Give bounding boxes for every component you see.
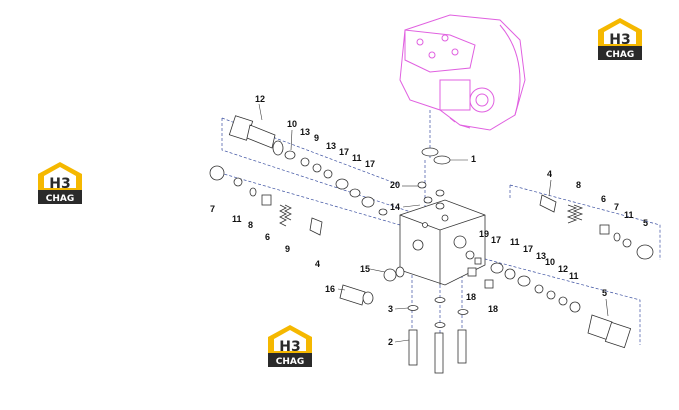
callout-7: 5 <box>643 218 648 228</box>
rings-left-upper <box>284 150 388 216</box>
callout-2: 2 <box>388 337 393 347</box>
callout-6: 6 <box>601 194 606 204</box>
callout-11: 11 <box>352 153 362 163</box>
logo-bottom: H3 CHAG <box>268 325 312 367</box>
callout-5: 12 <box>255 94 265 104</box>
callout-20: 20 <box>390 180 400 190</box>
svg-text:CHAG: CHAG <box>276 357 305 367</box>
callout-3: 3 <box>388 304 393 314</box>
callout-8: 8 <box>248 220 253 230</box>
callout-8: 7 <box>614 202 619 212</box>
callout-12: 11 <box>232 214 242 224</box>
leader-lines <box>258 103 609 343</box>
logo-left: H3 CHAG <box>38 162 82 204</box>
small-parts-18-19 <box>467 257 494 289</box>
left-lower-chain <box>209 165 323 236</box>
callout-16: 16 <box>325 284 335 294</box>
callout-11: 11 <box>510 237 520 247</box>
svg-text:H3: H3 <box>279 339 300 355</box>
callout-10: 9 <box>314 133 319 143</box>
callout-4: 4 <box>315 259 320 269</box>
callout-17: 17 <box>523 244 533 254</box>
part-5-right <box>587 314 632 349</box>
svg-text:CHAG: CHAG <box>46 194 75 204</box>
callout-1: 1 <box>471 154 476 164</box>
plug-15-16 <box>339 266 405 306</box>
callout-10: 10 <box>545 257 555 267</box>
valve-block <box>399 199 486 286</box>
callout-13: 13 <box>536 251 546 261</box>
callout-13: 13 <box>300 127 310 137</box>
callout-4: 4 <box>547 169 552 179</box>
callout-6: 6 <box>265 232 270 242</box>
callout-13: 12 <box>558 264 568 274</box>
part-5-left <box>228 115 284 156</box>
top-rings <box>417 147 451 210</box>
callout-17: 17 <box>491 235 501 245</box>
callout-14: 14 <box>390 202 400 212</box>
motor-housing <box>399 14 526 131</box>
callouts: 12 10 13 9 13 17 11 17 7 11 8 6 9 4 1 20… <box>210 94 648 347</box>
svg-text:H3: H3 <box>49 176 70 192</box>
callout-15: 15 <box>360 264 370 274</box>
right-upper-chain <box>539 194 654 260</box>
svg-text:H3: H3 <box>609 32 630 48</box>
callout-9: 8 <box>576 180 581 190</box>
callout-9: 9 <box>285 244 290 254</box>
callout-11: 10 <box>287 119 297 129</box>
bolts-2-3 <box>407 297 469 374</box>
callout-19: 19 <box>479 229 489 239</box>
callout-7: 7 <box>210 204 215 214</box>
callout-11: 11 <box>569 271 579 281</box>
logo-top-right: H3 CHAG <box>598 18 642 60</box>
right-lower-rings <box>490 262 581 313</box>
svg-text:CHAG: CHAG <box>606 50 635 60</box>
callout-13: 13 <box>326 141 336 151</box>
callout-17: 17 <box>339 147 349 157</box>
callout-5: 5 <box>602 288 607 298</box>
callout-17: 17 <box>365 159 375 169</box>
callout-12: 11 <box>624 210 634 220</box>
callout-18: 18 <box>466 292 476 302</box>
callout-18: 18 <box>488 304 498 314</box>
